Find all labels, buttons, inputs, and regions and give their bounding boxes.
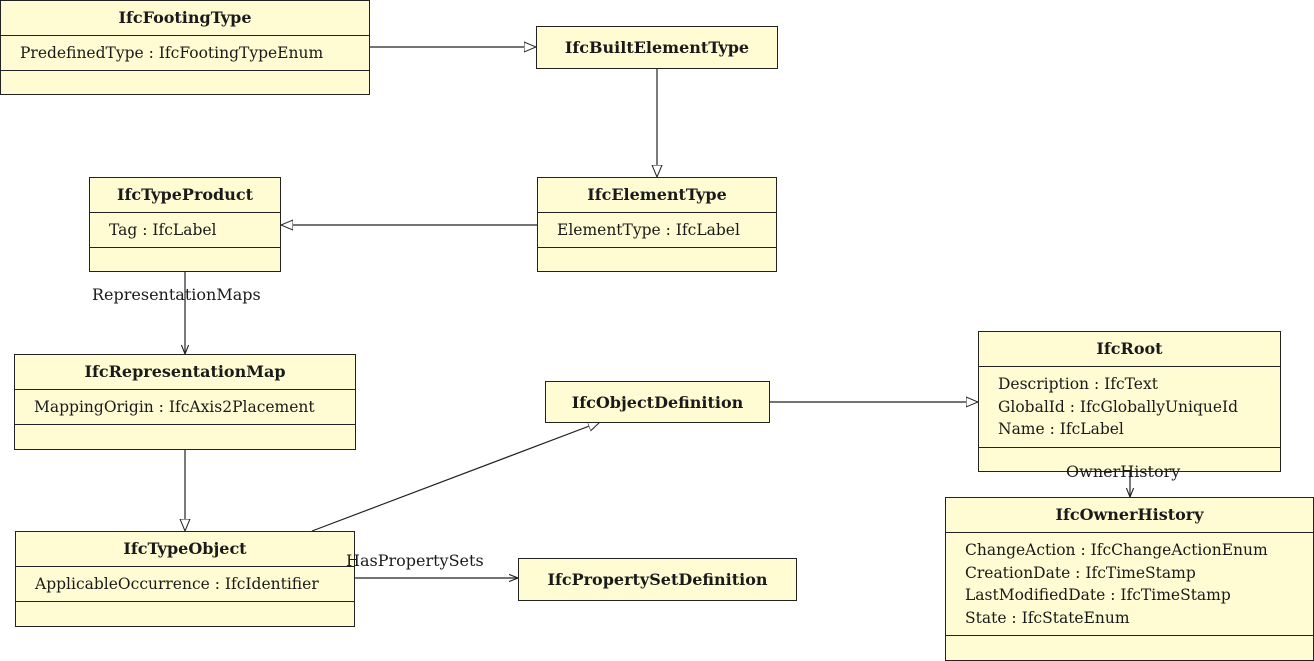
class-name: IfcObjectDefinition xyxy=(571,392,744,412)
class-name: IfcRoot xyxy=(1096,339,1163,358)
operations-compartment xyxy=(946,635,1313,660)
class-name: IfcElementType xyxy=(587,185,727,204)
attributes-compartment: Tag : IfcLabel xyxy=(90,212,280,247)
attribute: MappingOrigin : IfcAxis2Placement xyxy=(34,398,315,416)
class-name: IfcTypeProduct xyxy=(116,185,253,204)
operations-compartment xyxy=(979,446,1280,472)
operations-compartment xyxy=(1,70,369,94)
class-ifcroot[interactable]: IfcRoot Description : IfcText GlobalId :… xyxy=(978,331,1281,472)
class-name: IfcRepresentationMap xyxy=(84,362,286,381)
class-ifcpropertysetdefinition[interactable]: IfcPropertySetDefinition xyxy=(518,558,797,601)
class-name: IfcTypeObject xyxy=(123,539,247,558)
operations-compartment xyxy=(16,601,354,626)
operations-compartment xyxy=(538,247,776,271)
attribute: LastModifiedDate : IfcTimeStamp xyxy=(965,586,1231,604)
class-ifctypeobject[interactable]: IfcTypeObject ApplicableOccurrence : Ifc… xyxy=(15,531,355,627)
attribute: State : IfcStateEnum xyxy=(965,608,1130,627)
attributes-compartment: ChangeAction : IfcChangeActionEnum Creat… xyxy=(946,532,1313,635)
class-ifcelementtype[interactable]: IfcElementType ElementType : IfcLabel xyxy=(537,177,777,272)
attributes-compartment: PredefinedType : IfcFootingTypeEnum xyxy=(1,35,369,70)
attributes-compartment: MappingOrigin : IfcAxis2Placement xyxy=(15,389,355,424)
attributes-compartment: ElementType : IfcLabel xyxy=(538,212,776,247)
attribute: Tag : IfcLabel xyxy=(109,221,217,239)
association-label-ownerhistory: OwnerHistory xyxy=(1066,462,1181,481)
attribute: CreationDate : IfcTimeStamp xyxy=(965,563,1196,582)
attribute: Name : IfcLabel xyxy=(998,420,1124,438)
class-ifctypeproduct[interactable]: IfcTypeProduct Tag : IfcLabel xyxy=(89,177,281,272)
class-ifcbuiltelementtype[interactable]: IfcBuiltElementType xyxy=(536,26,778,69)
association-label-haspropertysets: HasPropertySets xyxy=(346,551,484,570)
attribute: ApplicableOccurrence : IfcIdentifier xyxy=(35,575,319,593)
class-name: IfcOwnerHistory xyxy=(1055,505,1204,524)
class-name: IfcFootingType xyxy=(118,8,252,27)
class-ifcownerhistory[interactable]: IfcOwnerHistory ChangeAction : IfcChange… xyxy=(945,497,1314,661)
class-name: IfcPropertySetDefinition xyxy=(547,570,768,589)
class-name: IfcBuiltElementType xyxy=(564,38,750,57)
attributes-compartment: Description : IfcText GlobalId : IfcGlob… xyxy=(979,366,1280,447)
operations-compartment xyxy=(15,424,355,449)
attribute: PredefinedType : IfcFootingTypeEnum xyxy=(20,44,324,62)
operations-compartment xyxy=(90,247,280,271)
class-ifcrepresentationmap[interactable]: IfcRepresentationMap MappingOrigin : Ifc… xyxy=(14,354,356,450)
attribute: ChangeAction : IfcChangeActionEnum xyxy=(965,541,1268,559)
attributes-compartment: ApplicableOccurrence : IfcIdentifier xyxy=(16,566,354,601)
generalization-typeobject-to-objectdefinition xyxy=(311,422,600,532)
class-ifcobjectdefinition[interactable]: IfcObjectDefinition xyxy=(545,381,770,423)
class-ifcfootingtype[interactable]: IfcFootingType PredefinedType : IfcFooti… xyxy=(0,0,370,95)
attribute: ElementType : IfcLabel xyxy=(557,221,740,239)
attribute: GlobalId : IfcGloballyUniqueId xyxy=(998,397,1239,416)
attribute: Description : IfcText xyxy=(998,375,1158,393)
association-label-representationmaps: RepresentationMaps xyxy=(92,285,261,304)
